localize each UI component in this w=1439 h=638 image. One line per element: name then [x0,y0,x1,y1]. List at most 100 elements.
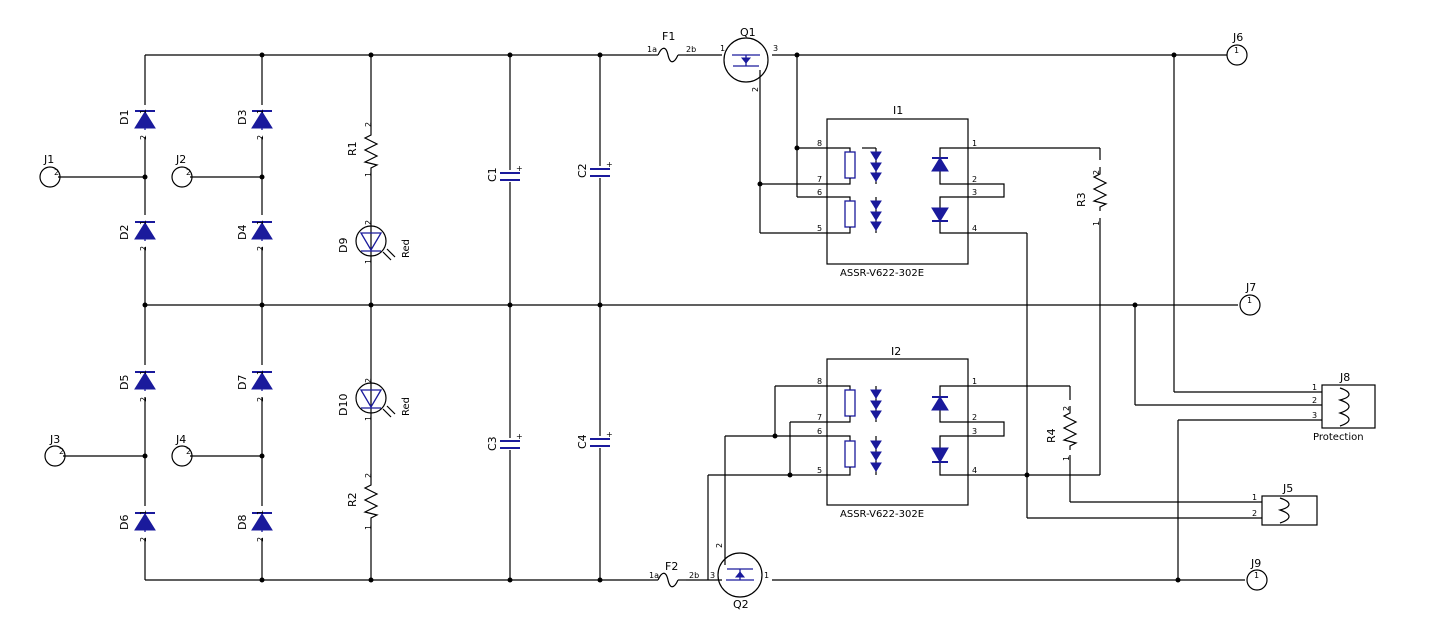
svg-text:1: 1 [1062,456,1071,461]
d4-ref: D4 [236,225,249,240]
svg-text:1: 1 [139,220,148,225]
svg-text:2: 2 [972,413,977,422]
j7-ref: J7 [1245,281,1256,294]
connector-j9: J9 1 [1246,557,1268,591]
i1-ref: I1 [893,104,903,117]
fuse-f1: F1 1a 2b [647,30,696,63]
d10-ref: D10 [337,394,350,416]
svg-text:3: 3 [1312,411,1317,420]
f1-ref: F1 [662,30,675,43]
svg-text:2: 2 [139,246,148,251]
connector-j5: J5 1 2 [1252,482,1318,526]
svg-text:2: 2 [256,397,265,402]
j4-pin: 2 [186,447,191,456]
svg-text:4: 4 [972,466,977,475]
q1-ref: Q1 [740,26,756,39]
d1-ref: D1 [118,110,131,125]
led-d10: D10 Red 2 1 [337,378,412,421]
d5-ref: D5 [118,375,131,390]
svg-text:1: 1 [256,220,265,225]
fuse-f2: F2 1a 2b [649,560,699,588]
j4-ref: J4 [175,433,186,446]
svg-text:8: 8 [817,377,822,386]
diode-d7: D7 1 2 [236,365,277,402]
svg-text:1: 1 [256,370,265,375]
diode-d4: D4 1 2 [236,215,277,251]
q2-ref: Q2 [733,598,749,611]
connector-j7: J7 1 [1239,281,1261,316]
d3-ref: D3 [236,110,249,125]
svg-text:1: 1 [139,370,148,375]
svg-text:3: 3 [972,427,977,436]
d2-ref: D2 [118,225,131,240]
capacitor-c3: + C3 [486,432,523,451]
svg-text:2: 2 [364,378,373,383]
svg-text:1: 1 [364,525,373,530]
connector-j8: J8 Protection 1 2 3 [1312,371,1376,443]
svg-text:5: 5 [817,466,822,475]
r4-ref: R4 [1045,428,1058,443]
svg-text:2: 2 [139,397,148,402]
capacitor-c4: + C4 [576,430,613,449]
j2-ref: J2 [175,153,186,166]
svg-text:2: 2 [364,122,373,127]
svg-text:1: 1 [764,571,769,580]
svg-text:+: + [606,430,613,439]
resistor-r4: R4 2 1 [1045,405,1081,461]
d9-ref: D9 [337,238,350,253]
j3-pin: 2 [59,447,64,456]
svg-text:2: 2 [1092,170,1101,175]
c4-ref: C4 [576,434,589,449]
capacitor-c2: + C2 [576,160,613,178]
j6-ref: J6 [1232,31,1243,44]
j2-pin: 2 [186,168,191,177]
svg-text:2: 2 [364,473,373,478]
svg-text:+: + [516,164,523,173]
svg-text:1: 1 [139,510,148,515]
svg-text:1: 1 [972,377,977,386]
svg-text:1: 1 [364,259,373,264]
svg-text:+: + [516,432,523,441]
relay-i2: I2 ASSR-V622-302E 8 7 6 5 1 2 3 4 [817,345,977,520]
svg-text:1: 1 [1252,493,1257,502]
j5-ref: J5 [1282,482,1293,495]
d9-value: Red [401,239,412,258]
r3-ref: R3 [1075,192,1088,207]
j8-ref: J8 [1339,371,1350,384]
i1-part: ASSR-V622-302E [840,268,924,279]
svg-text:2: 2 [256,537,265,542]
svg-text:1: 1 [364,172,373,177]
j1-ref: J1 [43,153,54,166]
svg-text:3: 3 [773,44,778,53]
transistor-q1: Q1 1 2 3 [720,26,778,92]
transistor-q2: Q2 1 2 3 [710,543,769,611]
svg-text:6: 6 [817,427,822,436]
j1-pin: 2 [54,168,59,177]
diode-d8: D8 1 2 [236,506,277,542]
svg-text:1: 1 [256,109,265,114]
svg-text:6: 6 [817,188,822,197]
resistor-r3: R3 2 1 [1075,165,1111,226]
f2-ref: F2 [665,560,678,573]
led-d9: D9 Red 2 1 [337,220,412,264]
svg-text:1: 1 [1234,46,1239,55]
svg-text:2: 2 [139,135,148,140]
c2-ref: C2 [576,163,589,178]
d10-value: Red [401,397,412,416]
i2-part: ASSR-V622-302E [840,509,924,520]
j8-label: Protection [1313,432,1364,443]
j9-ref: J9 [1250,557,1261,570]
resistor-r2: R2 2 1 [346,473,382,530]
r2-ref: R2 [346,492,359,507]
resistor-r1: R1 2 1 [346,122,382,177]
svg-text:8: 8 [817,139,822,148]
diode-d1: D1 1 2 [118,105,160,140]
diode-d6: D6 1 2 [118,506,160,542]
d7-ref: D7 [236,375,249,390]
svg-text:1: 1 [720,44,725,53]
svg-text:2: 2 [1312,396,1317,405]
svg-text:5: 5 [817,224,822,233]
svg-text:+: + [606,160,613,169]
r1-ref: R1 [346,141,359,156]
